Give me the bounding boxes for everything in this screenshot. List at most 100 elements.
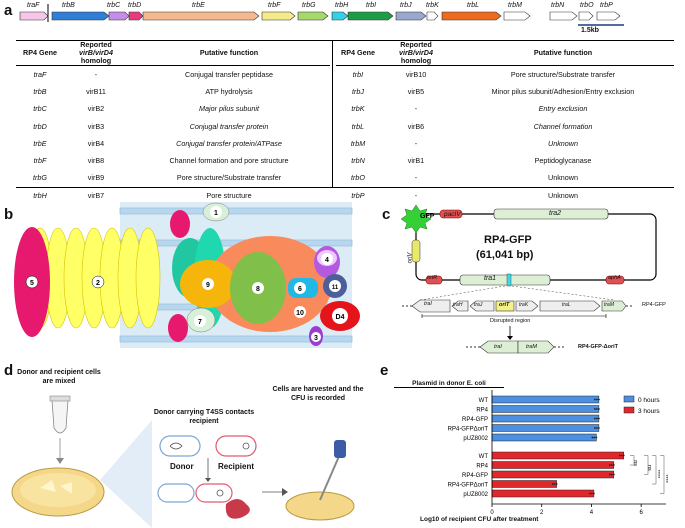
gene-arrow-trbO [578,11,594,21]
category-label: RP4 [476,464,488,470]
oriV-marker [411,239,421,263]
header-gene: RP4 Gene [23,48,57,57]
data-point [551,483,554,485]
traC-label: traL [562,302,571,308]
data-point [610,464,613,466]
traK-label: traK [519,302,529,308]
function-cell: Channel formation [533,121,593,131]
gene-map [19,4,624,26]
oriT-label: oriT [499,302,510,308]
recipient-cell [215,435,257,457]
data-point [593,408,596,410]
function-cell: Conjugal transfer protein/ATPase [176,138,282,148]
data-point [595,417,598,420]
aphA-label: aphA [608,275,621,281]
data-point [608,473,611,476]
homolog-cell: virB1 [407,156,425,166]
gene-label-trbG: trbG [302,2,316,9]
gene-arrow-trbL [441,11,502,21]
function-cell: Pore structure/Substrate transfer [510,69,616,79]
data-point [595,408,598,410]
homolog-cell: virB10 [405,69,427,79]
legend-label: 0 hours [638,397,660,404]
significance-bracket [630,455,635,466]
plasmid-map [400,204,657,354]
data-point [610,473,613,476]
pacIV-label: pacIV [444,211,461,218]
panel-letter-a: a [4,2,13,19]
category-label: RP4-GFPΔoriT [448,483,489,489]
bar-0h-4 [491,433,597,442]
chart-xlabel: Log10 of recipient CFU after treatment [420,516,539,523]
bar-0h-3 [491,424,600,432]
data-point [620,454,623,457]
x-tick-label: 2 [540,510,544,516]
donor-label: Donor [170,462,194,471]
bar-3h-0 [491,451,624,460]
data-point [597,417,600,420]
label-1: 1 [214,210,218,217]
gene-arrow-trbP [596,11,621,21]
gene-cell: trbC [33,104,47,114]
legend-swatch [623,395,635,403]
bar-3h-3 [491,480,557,488]
homolog-cell: virB8 [87,156,105,166]
gene-label-trbP: trbP [600,2,613,9]
gene-arrow-trbJ [395,11,427,21]
gene-arrow-trbK [426,11,439,21]
significance-bracket [644,455,649,475]
gene-label-trbF: trbF [268,2,281,9]
oriV-label: oriV [407,252,414,264]
function-cell: Channel formation and pore structure [169,156,289,166]
label-8: 8 [256,286,260,293]
x-tick-label: 6 [639,510,643,516]
legend-swatch [623,406,635,414]
label-5: 5 [30,280,34,287]
homolog-cell: - [414,138,418,148]
panel-letter-d: d [4,362,14,379]
traI-label: traI [424,301,432,307]
label-4: 4 [325,257,329,264]
homolog-cell: virB2 [87,104,105,114]
gene-label-trbN: trbN [551,2,565,9]
traH-label: traH [453,302,463,308]
function-cell: Unknown [548,190,578,200]
data-point [595,427,598,429]
gene-label-trbH: trbH [335,2,349,9]
gene-cell: trbJ [352,86,364,96]
data-point [622,454,625,457]
gene-label-traF: traF [27,2,40,9]
function-cell: Conjugal transfer peptidase [185,69,273,79]
homolog-cell: - [414,104,418,114]
gene-arrow-traF [19,11,49,21]
category-label: RP4 [476,408,488,414]
data-point [555,483,558,485]
gene-cell: trbK [351,104,365,114]
gene-cell: trbL [351,121,365,131]
gene-label-trbI: trbI [366,2,377,9]
tra-region-full [411,299,627,313]
gene-cell: traF [33,69,47,79]
label-D4: D4 [336,314,345,321]
gene-cell: trbM [350,138,366,148]
gene-label-trbK: trbK [426,2,439,9]
bar-chart: WTRP4RP4-GFPRP4-GFPΔoriTpUZ8002WTRP4RP4-… [448,390,668,516]
gene-cell: trbB [33,86,47,96]
data-point [593,427,596,429]
plasmid-circle [415,213,657,281]
data-point [597,398,600,401]
data-point [612,473,615,476]
table-row: trbM-Unknown [336,135,674,152]
gene-label-trbC: trbC [107,2,121,9]
chart-title: Plasmid in donor E. coli [394,380,504,388]
homolog-cell: - [414,173,418,183]
tra2-marker [493,208,609,220]
category-label: RP4-GFP [462,417,488,423]
